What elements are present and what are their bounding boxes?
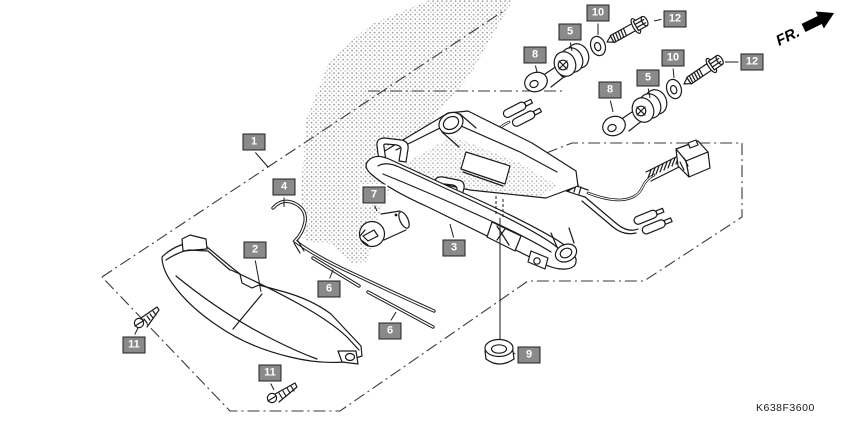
leader-line-7-8: [373, 203, 378, 212]
bolt-upper: [606, 15, 649, 44]
washer-lower: [665, 78, 683, 100]
halftone-panel-shading: [301, 0, 513, 263]
grommet: [484, 338, 515, 365]
leader-line-8-9: [534, 63, 538, 73]
part-code: K638F3600: [756, 402, 815, 414]
boundary-diagonal: [101, 9, 506, 278]
leader-line-2-1: [254, 258, 262, 293]
leader-line-10-13: [672, 66, 675, 79]
callout-leader-lines: [133, 18, 740, 391]
washer-upper: [589, 35, 607, 57]
leader-line-5-5: [647, 86, 651, 99]
fr-indicator: FR.: [773, 11, 835, 50]
screw-left: [133, 306, 160, 329]
leader-line-9-11: [513, 352, 518, 356]
leader-line-11-14: [133, 327, 139, 337]
fr-arrow-icon: [801, 11, 835, 32]
damper-upper: [553, 43, 590, 77]
leader-line-8-10: [609, 98, 614, 113]
bulb: [358, 210, 410, 248]
fr-direction-label: FR.: [773, 24, 802, 50]
corrugated-tube: [645, 155, 682, 182]
screw-bottom: [266, 382, 298, 404]
harness-connector: [675, 139, 711, 178]
lens-tab: [181, 234, 208, 252]
mounting-clip-left: [376, 137, 409, 163]
leader-line-3-2: [449, 223, 455, 240]
seal-strips: [270, 198, 437, 329]
license-lamp-box: [460, 151, 511, 185]
leader-line-11-15: [269, 381, 275, 391]
taillight-housing: [365, 110, 579, 340]
leader-line-5-4: [569, 40, 573, 52]
leader-line-6-6: [328, 269, 334, 281]
taillight-lens: [161, 234, 363, 365]
bolt-lower: [683, 54, 724, 85]
bullet-connectors-upper: [502, 98, 543, 127]
damper-lower: [631, 89, 668, 123]
leader-line-1-0: [253, 150, 269, 168]
bullet-connectors-lower: [633, 207, 673, 235]
leader-line-6-7: [389, 311, 397, 323]
leader-line-12-16: [653, 18, 664, 22]
